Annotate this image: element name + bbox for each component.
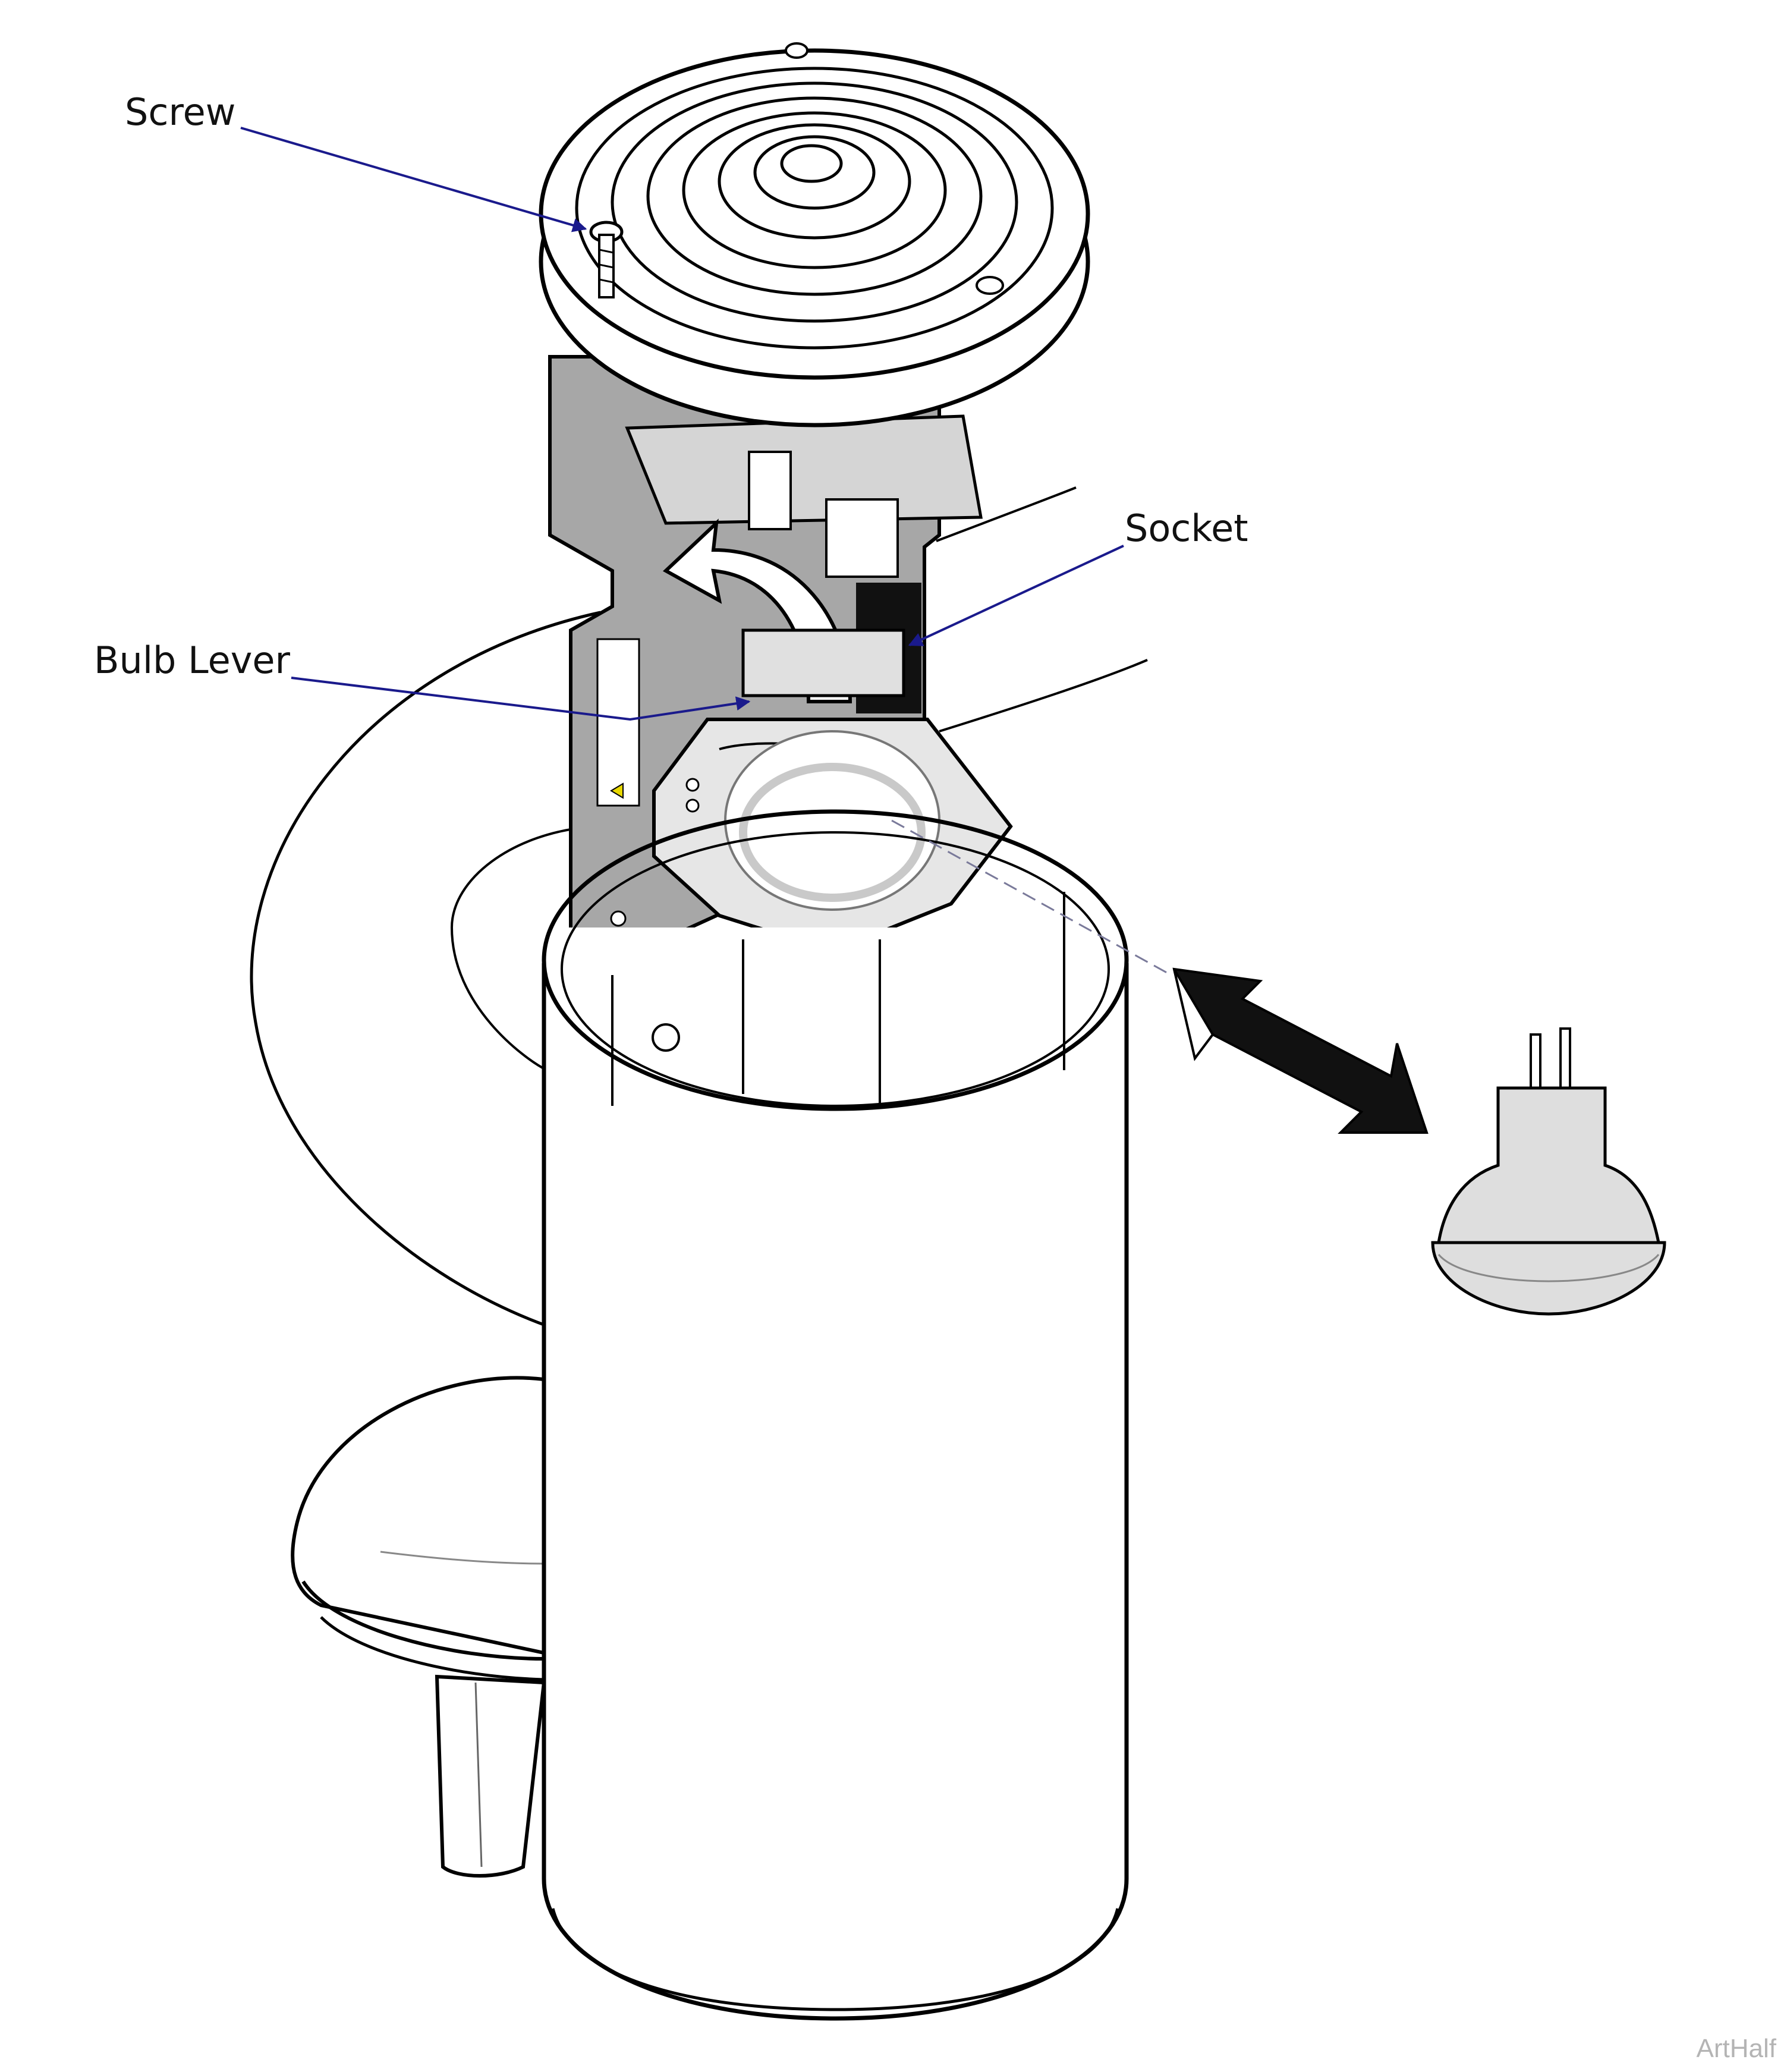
installed-bulb	[724, 730, 940, 911]
watermark: ArtHalf	[1696, 2034, 1776, 2063]
insert-remove-arrow	[1172, 967, 1429, 1134]
insertion-axis	[891, 819, 1172, 976]
warning-label	[596, 638, 640, 807]
callout-screw: Screw	[125, 90, 236, 134]
warning-triangle	[610, 782, 624, 799]
screw	[589, 221, 624, 298]
column-cylinder	[542, 809, 1129, 2021]
wire-lower	[939, 659, 1148, 732]
lower-cup	[291, 1376, 546, 1878]
callout-bulb-lever: Bulb Lever	[94, 639, 291, 682]
leader-socket	[908, 545, 1124, 646]
grille-head	[539, 42, 1090, 427]
wire-upper	[936, 486, 1077, 542]
base-inner-swoop	[450, 825, 595, 1071]
leader-bulb-lever	[291, 677, 751, 721]
leader-screw	[240, 127, 587, 232]
bulb-holder	[652, 628, 1013, 954]
callout-socket: Socket	[1125, 507, 1248, 550]
replacement-bulb	[1431, 1027, 1666, 1316]
